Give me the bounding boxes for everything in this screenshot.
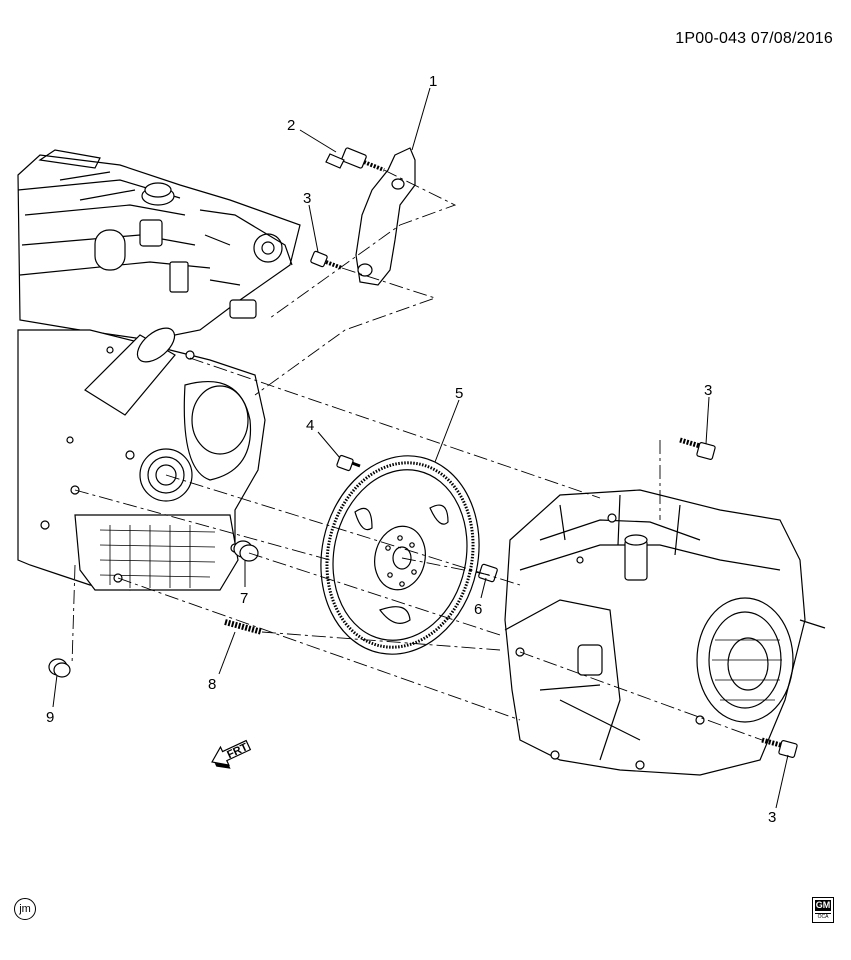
callout-7: 7 bbox=[240, 590, 248, 607]
gm-logo-subtext: OCA bbox=[817, 914, 829, 920]
callout-9: 9 bbox=[46, 709, 54, 726]
bolt-part-3-upper bbox=[310, 250, 343, 270]
leader-lines bbox=[52, 87, 789, 809]
frt-arrow-icon: FRT bbox=[211, 739, 252, 769]
gm-logo-icon: GM OCA bbox=[812, 897, 834, 923]
callout-1: 1 bbox=[429, 73, 437, 90]
bolt-part-3-right-lower bbox=[761, 737, 798, 758]
bolt-part-3-right-upper bbox=[679, 437, 716, 460]
callout-2: 2 bbox=[287, 117, 295, 134]
engine-assembly bbox=[17, 149, 301, 591]
transmission-assembly bbox=[504, 489, 826, 776]
gm-logo-text: GM bbox=[815, 900, 831, 911]
illustrator-badge: jm bbox=[14, 898, 36, 920]
callout-3-right-upper: 3 bbox=[704, 382, 712, 399]
callout-3-upper: 3 bbox=[303, 190, 311, 207]
callout-8: 8 bbox=[208, 676, 216, 693]
bolt-part-2 bbox=[325, 147, 385, 172]
bolt-part-4 bbox=[336, 454, 361, 472]
alignment-lines bbox=[71, 169, 763, 741]
callout-4: 4 bbox=[306, 417, 314, 434]
gm-logo-divider bbox=[815, 913, 831, 914]
flexplate-part-5 bbox=[320, 455, 480, 655]
callout-3-right-lower: 3 bbox=[768, 809, 776, 826]
stud-part-8 bbox=[224, 619, 263, 635]
bracket-part-1 bbox=[355, 147, 416, 286]
dowel-part-9 bbox=[48, 658, 71, 678]
document-id: 1P00-043 07/08/2016 bbox=[675, 30, 833, 47]
callout-6: 6 bbox=[474, 601, 482, 618]
callout-5: 5 bbox=[455, 385, 463, 402]
